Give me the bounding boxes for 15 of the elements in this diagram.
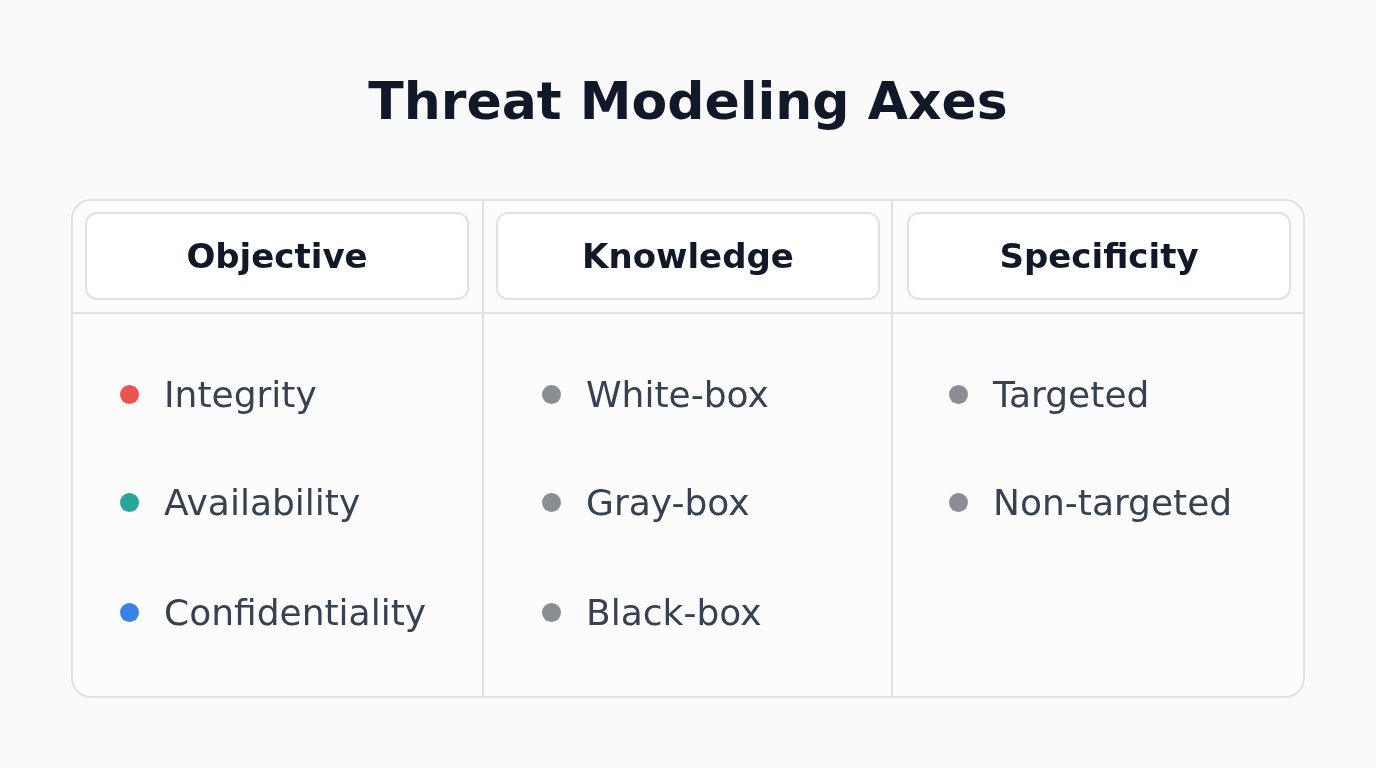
list-item: Integrity [164, 373, 317, 417]
list-item: Gray-box [586, 481, 750, 525]
list-item: Availability [164, 481, 361, 525]
column-heading: Knowledge [582, 236, 794, 276]
column-heading: Objective [186, 236, 368, 276]
list-item: White-box [586, 373, 769, 417]
header-box [907, 212, 1291, 300]
list-item: Black-box [586, 591, 762, 635]
list-item: Non-targeted [993, 481, 1233, 525]
list-item: Confidentiality [164, 591, 427, 635]
diagram-title: Threat Modeling Axes [367, 70, 1009, 133]
list-item: Targeted [993, 373, 1150, 417]
header-box [496, 212, 880, 300]
column-heading: Specificity [999, 236, 1199, 276]
header-box [85, 212, 469, 300]
